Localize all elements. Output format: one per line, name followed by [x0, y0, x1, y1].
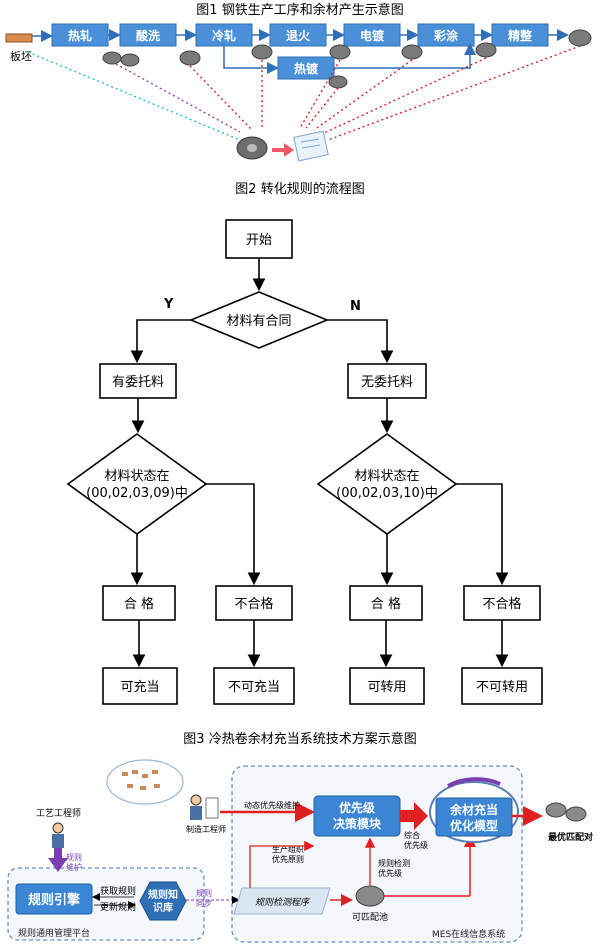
- branch-label: 热镀: [294, 61, 319, 76]
- yes-label: Y: [163, 297, 174, 312]
- contract-label: 材料有合同: [226, 314, 291, 329]
- rule-engine-label: 规则引擎: [28, 892, 80, 908]
- step-label: 退火: [286, 29, 311, 43]
- mes-label: MES在线信息系统: [432, 928, 505, 940]
- cannot-substitute-label: 不可充当: [228, 679, 280, 695]
- right-fail-box: [463, 585, 541, 621]
- mfg-engineer-label: 制造工程师: [186, 824, 226, 834]
- rule-check-line2: 优先级: [378, 868, 402, 878]
- engineer-icon: [52, 822, 64, 834]
- start-label: 开始: [246, 233, 272, 248]
- left-pass-box: [102, 585, 176, 621]
- prod-org-line1: 生产组织: [272, 844, 304, 854]
- rule-kb-line2: 识库: [153, 901, 173, 914]
- fig3-architecture: MES在线信息系统 规则通用管理平台 工艺工程师 规则 维护 规则引擎 获取规则…: [7, 759, 593, 943]
- step-label: 彩涂: [433, 28, 459, 43]
- cannot-substitute-box: [213, 667, 295, 705]
- left-fail-label: 不合格: [234, 596, 273, 612]
- pool-label: 可匹配池: [352, 911, 388, 923]
- craft-engineer-label: 工艺工程师: [36, 807, 81, 819]
- cannot-transfer-label: 不可转用: [476, 680, 528, 695]
- coil-icon: [179, 50, 201, 66]
- coil-icon: [475, 42, 497, 58]
- priority-line1: 优先级: [339, 800, 375, 815]
- checker-label: 规则检测程序: [255, 897, 311, 908]
- contract-decision: [188, 291, 330, 349]
- rule-maint-line1: 规则: [66, 852, 82, 862]
- prod-org-line2: 优先原则: [272, 854, 304, 864]
- can-substitute-box: [102, 667, 178, 705]
- cloud-icon: [106, 759, 184, 805]
- coil-icon: [568, 29, 592, 47]
- coil-icon: [102, 51, 122, 65]
- optim-line2: 优化模型: [450, 818, 498, 833]
- non-entrusted-label: 无委托料: [361, 375, 413, 390]
- checker-box: [233, 887, 331, 915]
- combined-line1: 综合: [404, 830, 420, 840]
- dyn-maint-label: 动态优先级维护: [244, 800, 300, 810]
- right-arrow-icon: [272, 143, 294, 157]
- pool-icon: [355, 885, 385, 907]
- step-label: 电镀: [360, 28, 385, 43]
- right-fail-label: 不合格: [482, 596, 521, 612]
- left-pass-label: 合 格: [124, 596, 154, 612]
- model-cycle-arc: [447, 777, 501, 788]
- step-label: 冷轧: [212, 28, 236, 43]
- left-fail-box: [215, 585, 293, 621]
- rule-maint-line2: 维护: [66, 862, 82, 872]
- clipboard-icon: [205, 797, 219, 819]
- step-label: 精整: [508, 28, 532, 43]
- coil-icon: [329, 44, 351, 60]
- right-pass-label: 合 格: [371, 596, 401, 612]
- platform-label: 规则通用管理平台: [18, 927, 90, 939]
- fig2-title: 图2 转化规则的流程图: [235, 181, 364, 197]
- can-transfer-label: 可转用: [367, 680, 406, 695]
- entrusted-box: [99, 363, 177, 399]
- rule-check-line1: 规则检测: [378, 858, 410, 868]
- right-pass-box: [349, 585, 423, 621]
- entrusted-label: 有委托料: [112, 375, 164, 390]
- step-label: 酸洗: [136, 28, 160, 43]
- update-rules-label: 更新规则: [100, 901, 136, 913]
- slab-icon: [5, 33, 33, 43]
- left-status-decision: [66, 433, 208, 535]
- best-pair-coil-icon: [545, 802, 567, 818]
- slab-label: 板坯: [10, 49, 32, 63]
- right-status-line1: 材料状态在: [354, 469, 419, 484]
- non-entrusted-box: [347, 363, 427, 399]
- priority-to-model-arrow: [400, 802, 428, 830]
- best-pair-label: 最优匹配对: [548, 831, 593, 843]
- fig3-title: 图3 冷热卷余材充当系统技术方案示意图: [183, 731, 416, 747]
- fig1-process: 板坯 热轧 酸洗 冷轧 退火 电镀 彩涂 精整 热镀: [5, 23, 592, 162]
- left-status-line1: 材料状态在: [104, 469, 169, 484]
- coil-icon: [251, 44, 273, 60]
- rule-kb-line1: 规则知: [148, 888, 178, 901]
- no-label: N: [350, 299, 361, 314]
- rule-kb-hex: [139, 881, 187, 921]
- mfg-engineer-icon: [190, 794, 202, 806]
- step-label: 热轧: [68, 28, 92, 43]
- can-transfer-box: [349, 667, 425, 705]
- coil-icon: [401, 44, 423, 60]
- priority-line2: 决策模块: [333, 816, 382, 831]
- fig1-title: 图1 钢铁生产工序和余材产生示意图: [196, 2, 403, 18]
- right-status-decision: [316, 433, 458, 535]
- fig2-flowchart: 开始 材料有合同 Y N 有委托料 无委托料 材料状态在 (00,02,03,0…: [66, 219, 543, 705]
- can-substitute-label: 可充当: [120, 679, 159, 695]
- cannot-transfer-box: [461, 667, 543, 705]
- right-status-line2: (00,02,03,10)中: [336, 486, 438, 501]
- coil-icon: [120, 53, 140, 67]
- get-rules-label: 获取规则: [100, 885, 136, 897]
- left-status-line2: (00,02,03,09)中: [86, 486, 188, 501]
- combined-line2: 优先级: [404, 840, 428, 850]
- coil-icon: [328, 75, 348, 89]
- optim-line1: 余材充当: [449, 802, 498, 817]
- rule-sync-line2: 同步: [196, 899, 212, 908]
- best-pair-coil-icon: [565, 806, 587, 822]
- rule-sync-line1: 规则: [196, 888, 212, 898]
